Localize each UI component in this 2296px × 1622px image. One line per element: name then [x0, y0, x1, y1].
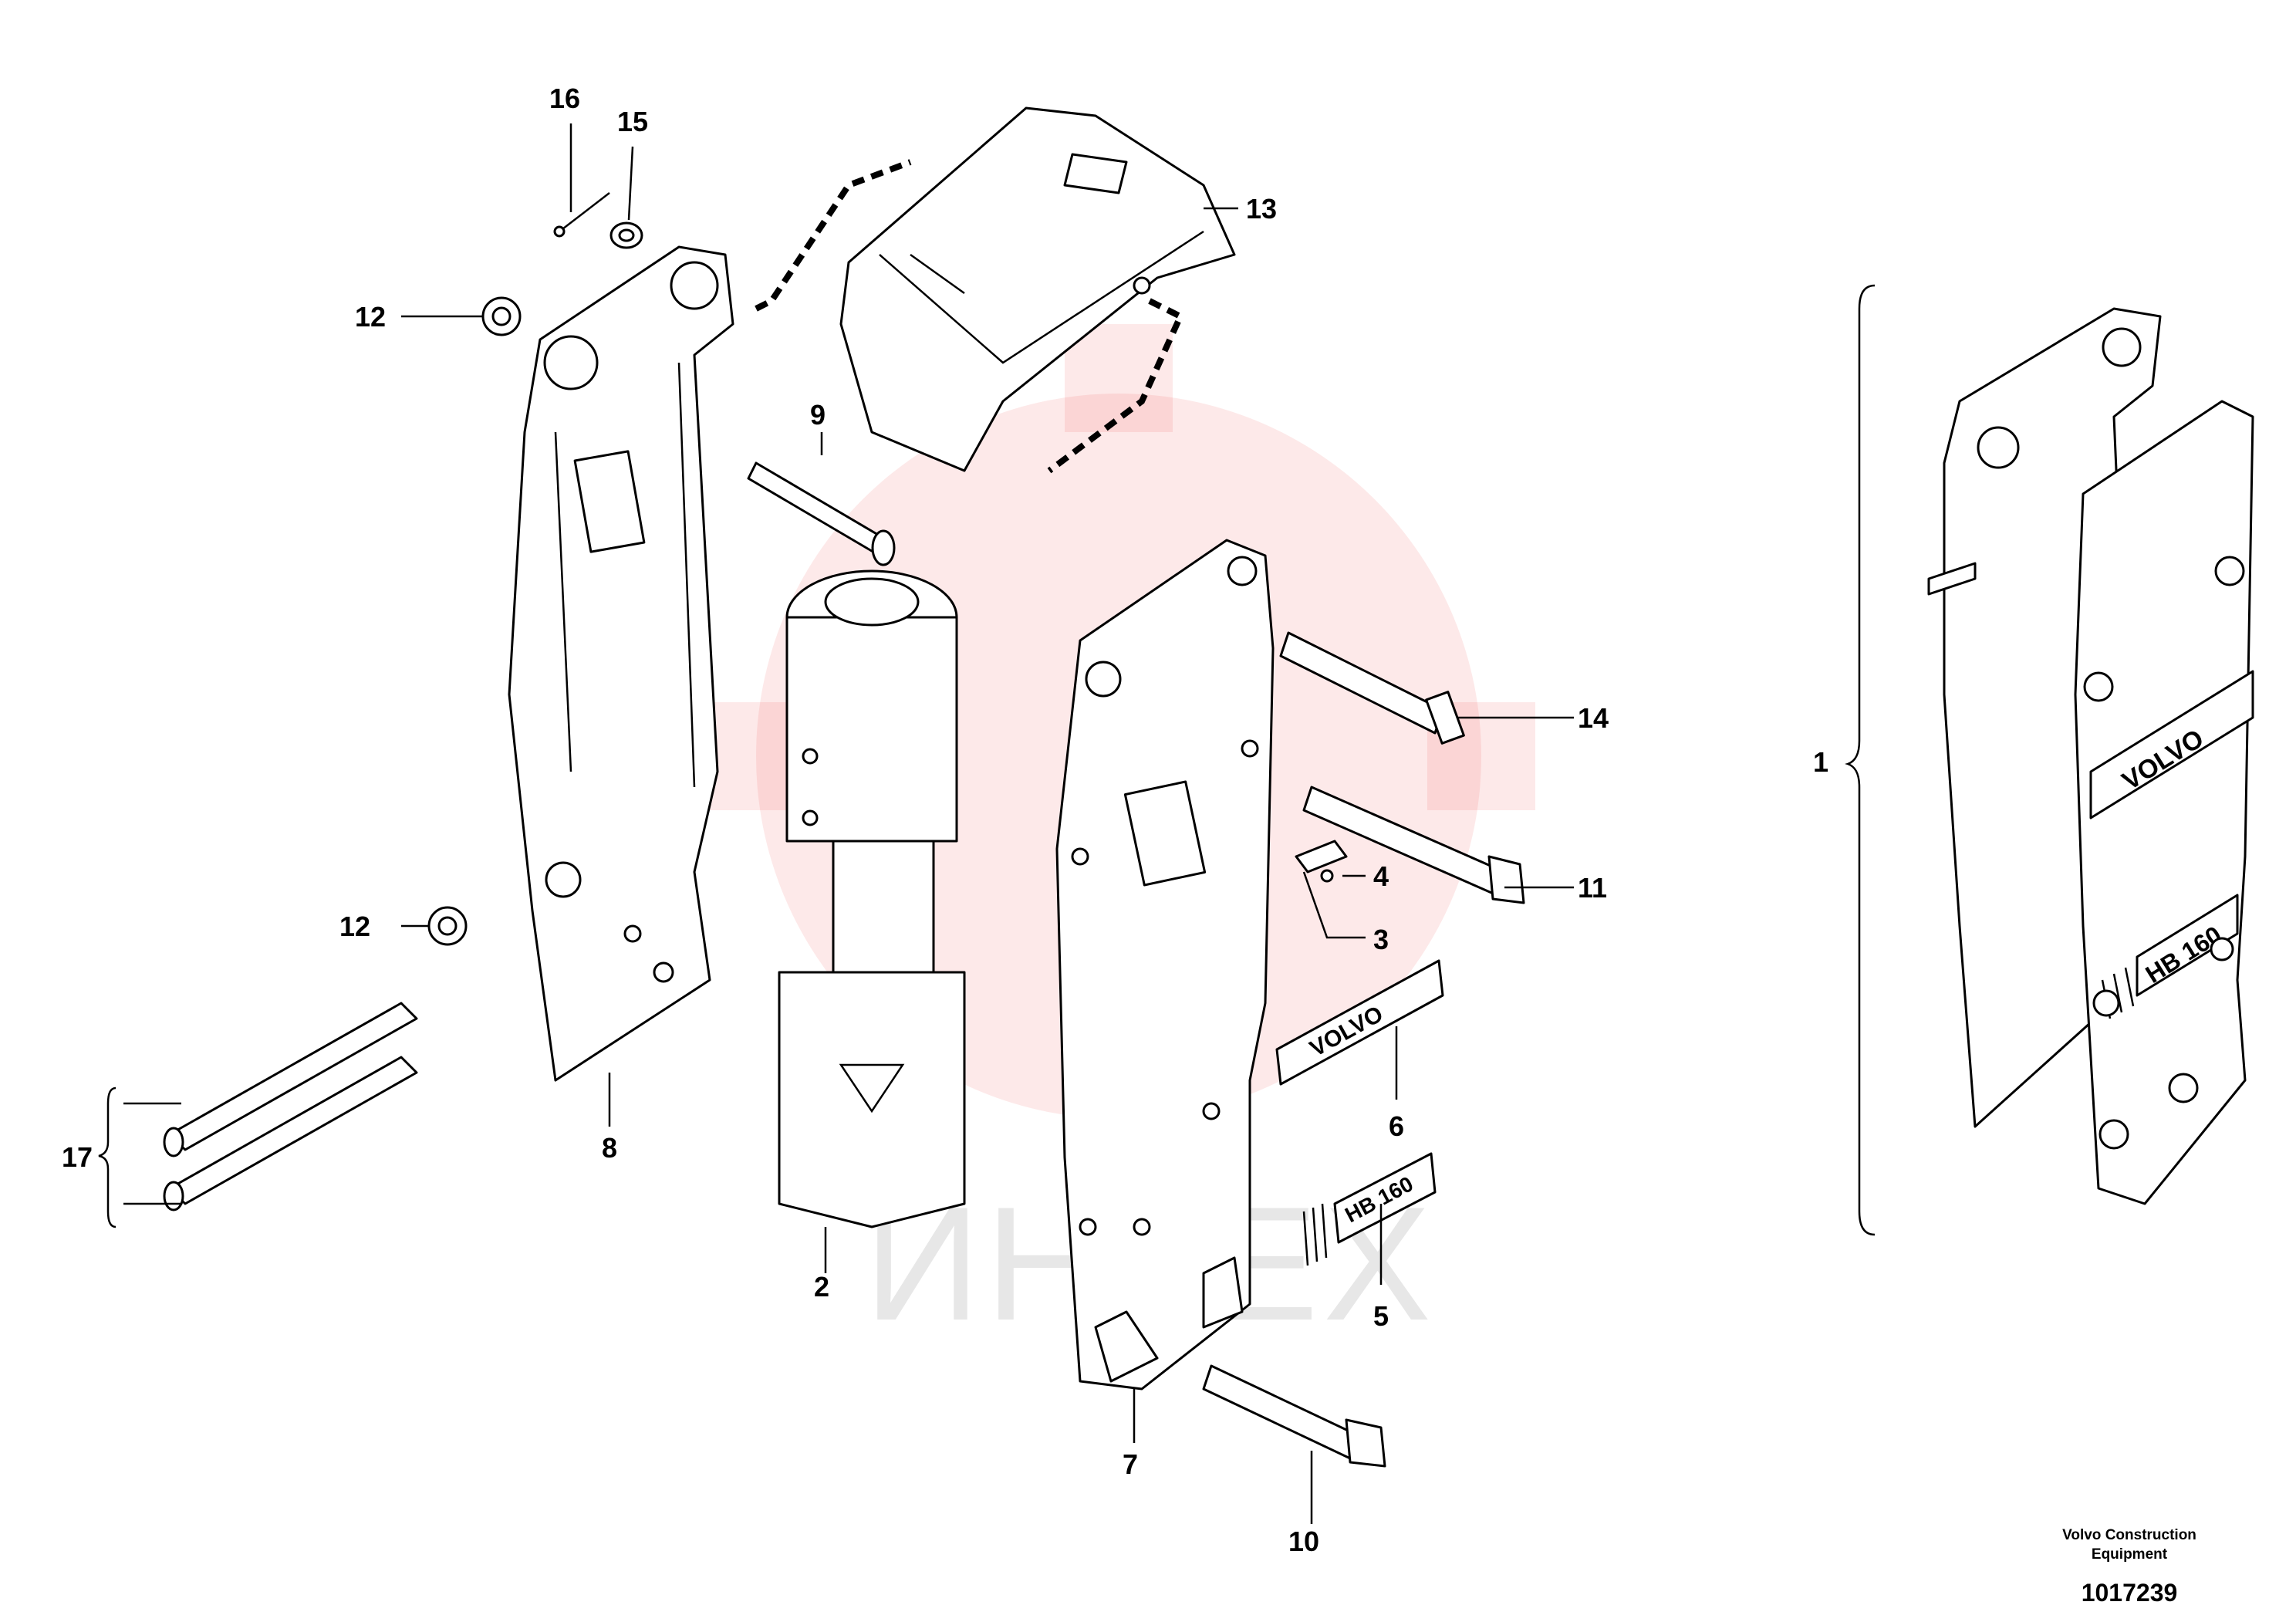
callout-3: 3 [1373, 924, 1389, 955]
callout-5: 5 [1373, 1300, 1389, 1332]
part-7-right-plate [1055, 539, 1275, 1391]
part-4-screw [1320, 869, 1334, 883]
dash-line-middle [1047, 298, 1185, 474]
part-15-washer [609, 221, 643, 249]
part-11-bolt [1302, 786, 1525, 904]
callout-17: 17 [62, 1141, 93, 1173]
callout-13: 13 [1246, 193, 1277, 225]
footer-drawing-number: 1017239 [2082, 1579, 2178, 1607]
part-8-left-plate [508, 245, 734, 1082]
callout-16: 16 [549, 83, 580, 114]
callout-14: 14 [1578, 702, 1609, 734]
part-12-nut-lower [427, 906, 468, 946]
callout-10: 10 [1288, 1526, 1319, 1557]
footer-company-line2: Equipment [2092, 1546, 2168, 1563]
part-17-hoses [163, 1002, 418, 1211]
callout-9: 9 [810, 399, 826, 431]
part-1-assembly: VOLVO HB 160 [1927, 307, 2254, 1205]
part-13-block [839, 106, 1236, 472]
callout-8: 8 [602, 1132, 617, 1164]
callout-15: 15 [617, 106, 648, 137]
part-14-pin [1279, 631, 1465, 745]
footer-company-line1: Volvo Construction [2062, 1527, 2196, 1543]
part-12-nut-upper [481, 296, 522, 336]
callout-2: 2 [814, 1271, 829, 1303]
callout-7: 7 [1123, 1448, 1138, 1480]
callout-12-upper: 12 [355, 301, 386, 333]
part-3-plate [1295, 840, 1348, 874]
callout-11: 11 [1578, 872, 1607, 904]
callout-6: 6 [1389, 1110, 1404, 1142]
leader-lines [98, 123, 1876, 1524]
part-9-pin [747, 461, 896, 566]
dash-line-top [755, 159, 912, 312]
part-2-hammer-body [778, 569, 966, 1228]
part-16-cotter-pin [553, 192, 610, 238]
callout-12-lower: 12 [339, 911, 370, 942]
callout-4: 4 [1373, 860, 1389, 892]
part-10-bolt [1202, 1364, 1386, 1468]
callout-1: 1 [1813, 746, 1828, 778]
